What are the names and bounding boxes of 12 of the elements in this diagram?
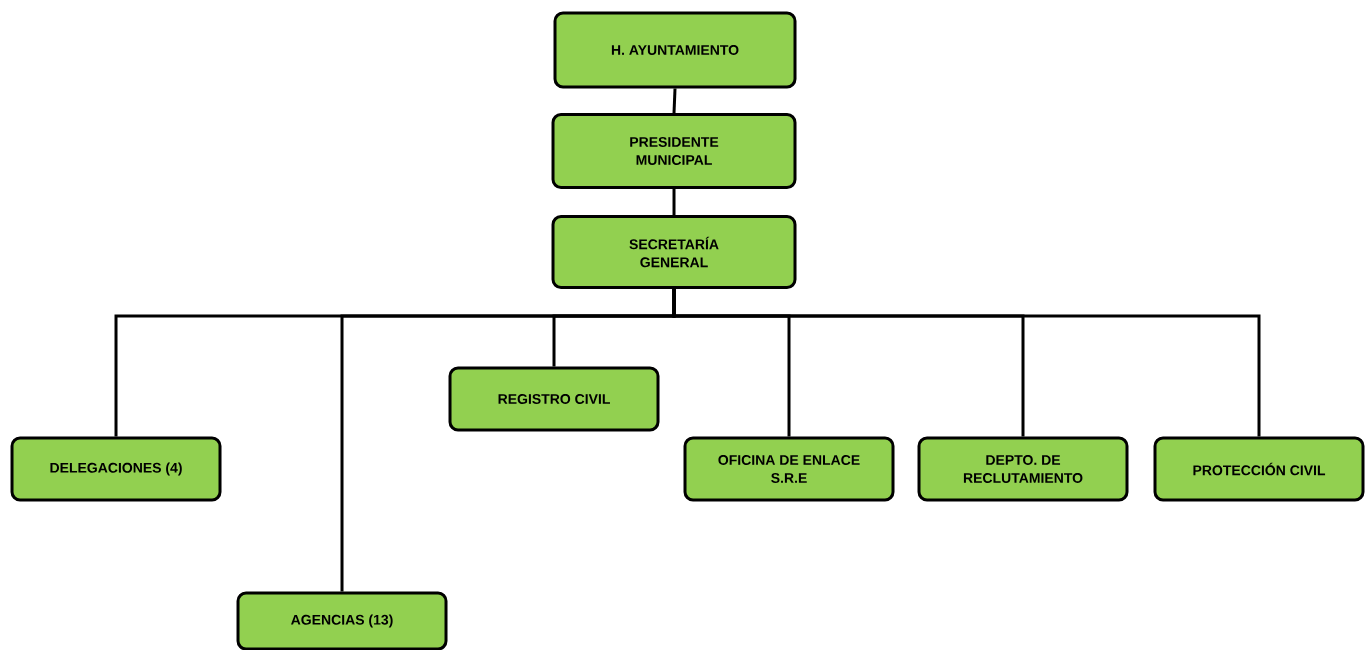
org-box: PROTECCIÓN CIVIL	[1153, 436, 1365, 502]
org-box: REGISTRO CIVIL	[448, 366, 660, 432]
org-box: PRESIDENTE MUNICIPAL	[551, 113, 797, 189]
org-box: SECRETARÍA GENERAL	[551, 215, 797, 289]
org-box: AGENCIAS (13)	[236, 591, 448, 650]
org-box: DEPTO. DE RECLUTAMIENTO	[917, 436, 1129, 502]
org-box: DELEGACIONES (4)	[10, 436, 222, 502]
connector-line	[672, 88, 677, 114]
connector-line	[672, 289, 1261, 437]
connector-line	[672, 189, 676, 215]
org-box: H. AYUNTAMIENTO	[553, 11, 797, 89]
org-box: OFICINA DE ENLACE S.R.E	[683, 436, 895, 502]
